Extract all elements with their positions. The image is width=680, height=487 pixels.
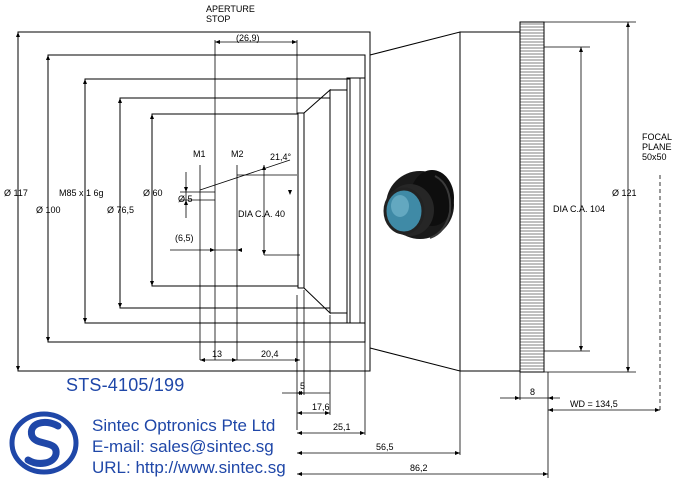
m1-label: M1 (193, 149, 206, 159)
dimension-arrowhead (83, 79, 87, 84)
dimension-arrowhead (237, 248, 242, 252)
dimension-arrowhead (16, 32, 20, 37)
dim-6-5: (6,5) (175, 233, 194, 243)
dimension-arrowhead (297, 431, 302, 435)
dimension-arrowhead (232, 358, 237, 362)
dia-117-label: Ø 117 (4, 188, 28, 198)
dia-ca-104-label: DIA C.A. 104 (553, 204, 605, 214)
dimension-arrowhead (455, 451, 460, 455)
m2-label: M2 (231, 149, 244, 159)
wd-label: WD = 134,5 (570, 399, 618, 409)
dimension-arrowhead (150, 114, 154, 119)
dimension-arrowhead (325, 411, 330, 415)
dimension-arrowhead (579, 346, 583, 351)
dim-25-1: 25,1 (333, 422, 351, 432)
rear-housing (459, 31, 521, 372)
dia-ca-40-label: DIA C.A. 40 (238, 209, 285, 219)
dim-20-4: 20,4 (261, 349, 279, 359)
dimension-lines (200, 41, 660, 475)
company-info: Sintec Optronics Pte Ltd E-mail: sales@s… (92, 415, 286, 478)
thread-label: M85 x 1 6g (59, 188, 104, 198)
dimension-arrowhead (360, 431, 365, 435)
dimension-arrowhead (184, 187, 188, 192)
dimension-arrowhead (288, 190, 292, 195)
lens-ring (329, 89, 348, 314)
dia-5-label: Ø 5 (178, 194, 193, 204)
dimension-arrowhead (297, 472, 302, 476)
dim-17-6: 17,6 (312, 402, 330, 412)
dimension-arrowhead (200, 358, 205, 362)
dia-121-label: Ø 121 (612, 188, 637, 198)
dim-13: 13 (212, 349, 222, 359)
dimension-arrowhead (299, 391, 304, 395)
dimension-arrowhead (150, 281, 154, 286)
dimension-arrowhead (297, 451, 302, 455)
dimension-arrowhead (626, 367, 630, 372)
dia-60-label: Ø 60 (143, 188, 163, 198)
dimension-extension-lines (296, 290, 549, 478)
company-email: E-mail: sales@sintec.sg (92, 437, 274, 456)
dimension-arrowhead (118, 303, 122, 308)
dimension-arrowhead (548, 408, 553, 412)
dimension-arrowhead (626, 22, 630, 27)
aperture-stop-label-2: STOP (206, 14, 230, 24)
dimension-arrowhead (262, 250, 266, 255)
dim-8: 8 (530, 387, 535, 397)
focal-plane-label: FOCAL (642, 132, 672, 142)
bore-60 (151, 113, 299, 287)
dimension-arrowhead (215, 40, 220, 44)
dimension-arrowhead (295, 358, 300, 362)
angle-label: 21,4° (270, 152, 292, 162)
dimension-arrowhead (515, 396, 520, 400)
part-number: STS-4105/199 (66, 375, 185, 395)
dia-100-label: Ø 100 (36, 205, 61, 215)
dimension-arrowhead (118, 98, 122, 103)
dimension-arrows (16, 22, 660, 476)
dimension-arrowhead (292, 40, 297, 44)
lens-photo (383, 170, 454, 239)
outer-housing-outline (17, 31, 371, 372)
dimension-arrowhead (543, 472, 548, 476)
aperture-stop-label: APERTURE (206, 4, 255, 14)
focal-plane-size: 50x50 (642, 152, 667, 162)
lens-cell (346, 77, 366, 324)
dim-86-2: 86,2 (410, 463, 428, 473)
company-url: URL: http://www.sintec.sg (92, 458, 286, 477)
dimension-arrowhead (655, 408, 660, 412)
focal-plane-label-2: PLANE (642, 142, 672, 152)
dim-5: 5 (300, 381, 305, 391)
knurled-focus-ring (519, 21, 545, 373)
diameter-leaders (17, 21, 636, 373)
angle-ray (199, 159, 291, 191)
dimension-arrowhead (262, 165, 266, 170)
dimension-arrowhead (210, 248, 215, 252)
dia-76-5-label: Ø 76,5 (107, 205, 134, 215)
knurl-texture (520, 23, 544, 370)
dimension-arrowhead (579, 47, 583, 52)
lens-chamfer (303, 88, 331, 315)
dimension-arrowhead (46, 55, 50, 60)
front-lens-element (297, 112, 305, 289)
dimension-arrowhead (548, 396, 553, 400)
dim-56-5: 56,5 (376, 442, 394, 452)
company-name: Sintec Optronics Pte Ltd (92, 416, 276, 435)
dimension-arrowhead (297, 411, 302, 415)
dimension-arrowhead (83, 318, 87, 323)
dimension-arrowhead (16, 366, 20, 371)
dimension-arrowhead (184, 200, 188, 205)
dim-26-9: (26,9) (236, 33, 260, 43)
sintec-logo (9, 411, 79, 475)
dimension-arrowhead (46, 337, 50, 342)
